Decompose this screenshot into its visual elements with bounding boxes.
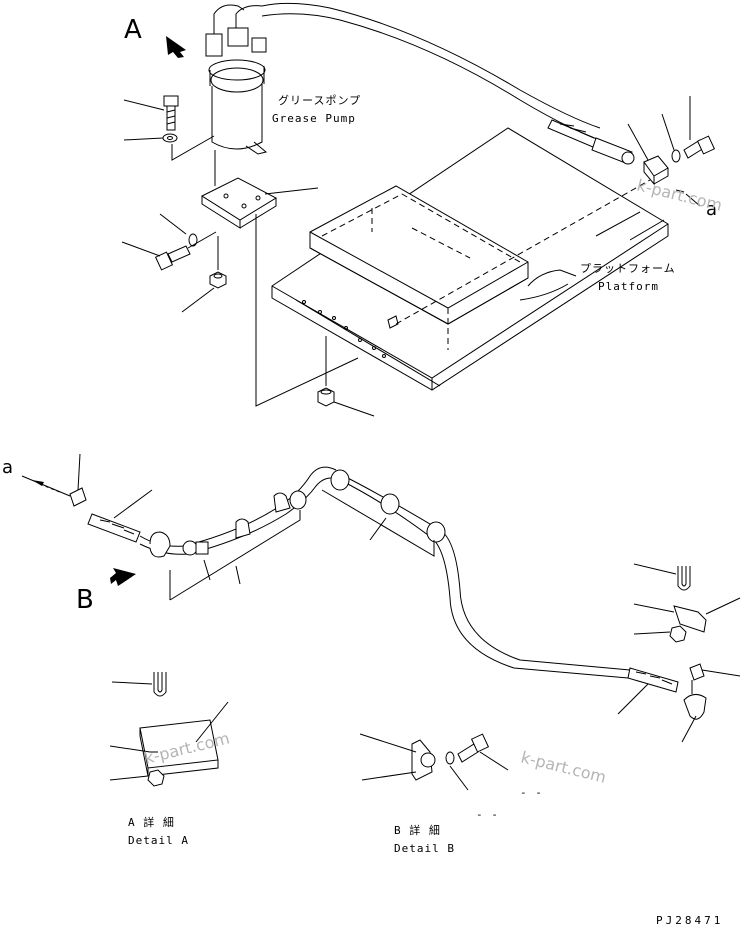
hose-end-fitting	[617, 663, 741, 743]
hose-fitting	[547, 119, 669, 186]
leader-washer-1	[123, 137, 164, 141]
pump-bracket	[200, 177, 278, 229]
nut-icon	[209, 271, 227, 289]
drawing-number: PJ28471	[656, 914, 723, 927]
grease-pump-label-en: Grease Pump	[272, 112, 356, 125]
clamp-plate	[673, 605, 707, 633]
clamp-leaders	[169, 489, 435, 601]
detail-b-assembly	[411, 733, 490, 781]
view-b-arrow-icon	[110, 568, 136, 586]
view-a-label: A	[124, 15, 142, 45]
bolt-icon	[154, 245, 191, 271]
leader-u-bolt-1	[633, 563, 677, 575]
leader-detail-a-3	[109, 745, 151, 753]
leader-bolt-1	[123, 99, 165, 111]
leader-fitting	[627, 123, 649, 161]
ref-a-left: a	[2, 457, 13, 478]
platform	[271, 127, 669, 391]
leader-washer-2	[159, 213, 187, 235]
u-bolt-icon	[677, 566, 691, 591]
platform-label-en: Platform	[598, 280, 659, 293]
leader-bracket	[264, 187, 319, 195]
grease-pump-label-jp: グリースポンプ	[278, 93, 361, 107]
leader-detail-a-1	[111, 681, 153, 685]
grease-hose	[69, 453, 631, 679]
bolt-icon	[163, 95, 179, 131]
small-nut	[675, 189, 685, 193]
leader-a-top	[685, 193, 701, 207]
detail-a-label-jp: A 詳 細	[128, 815, 175, 829]
bolt-icon	[683, 135, 716, 159]
leader-nut-2	[333, 401, 375, 417]
leader-detail-b-3	[479, 751, 509, 771]
nut-icon	[317, 387, 335, 407]
detail-b-label-jp: B 詳 細	[394, 823, 441, 837]
watermark: k-part.com	[635, 175, 724, 215]
leader-a-left	[21, 475, 71, 497]
bracket-leader	[255, 214, 359, 407]
leader-detail-a-2	[195, 701, 229, 743]
leader-bolt-2	[121, 241, 161, 257]
platform-label-jp: プラットフォーム	[580, 262, 676, 275]
hose-clamp	[149, 469, 446, 558]
leader-detail-b-2	[361, 771, 417, 781]
view-a-arrow-icon	[166, 36, 186, 58]
leader-plate-2	[633, 603, 675, 613]
leader-detail-b-4	[449, 765, 469, 791]
leader-plate-1	[705, 597, 741, 615]
detail-a-label-en: Detail A	[128, 834, 189, 847]
grease-pump	[205, 2, 601, 186]
leader-washer-3	[661, 113, 675, 151]
bolt-path-line	[171, 135, 215, 161]
leader-nut-1	[181, 287, 215, 313]
detail-b-dash-2: - -	[476, 808, 499, 821]
detail-a-assembly	[139, 672, 219, 787]
hidden-line	[395, 179, 651, 325]
washer-icon	[188, 233, 198, 247]
view-b-label: B	[76, 585, 94, 615]
nut-icon	[669, 625, 687, 643]
washer-icon	[671, 149, 681, 163]
detail-b-dash: - -	[520, 786, 543, 799]
leader-detail-a-4	[109, 775, 149, 781]
leader-nut-3	[633, 631, 671, 635]
watermark: k-part.com	[519, 747, 608, 787]
ref-a-top: a	[706, 199, 717, 220]
detail-b-label-en: Detail B	[394, 842, 455, 855]
washer-icon	[162, 133, 178, 143]
bolt-axis-line	[187, 231, 217, 249]
leader-detail-b-1	[359, 733, 417, 753]
